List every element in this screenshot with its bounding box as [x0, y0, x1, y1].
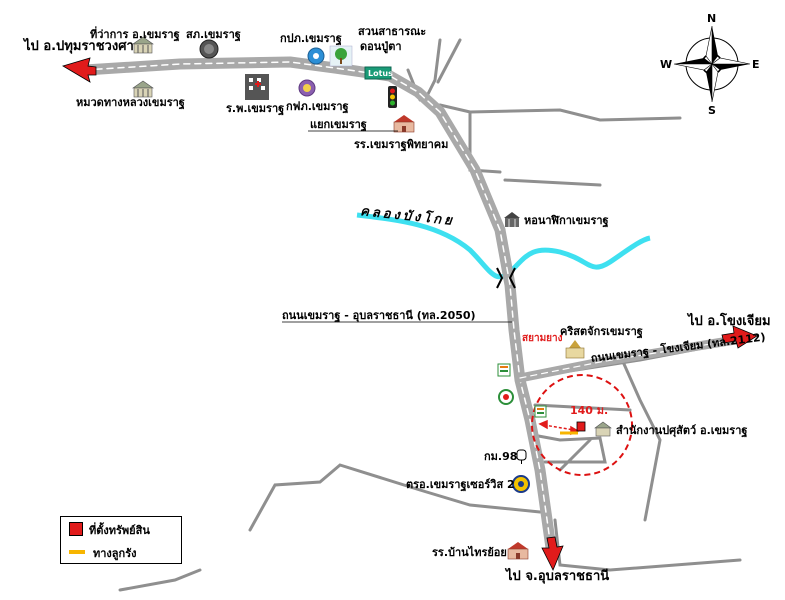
label-pea: กฟภ.เขมราฐ	[286, 100, 349, 113]
label-church: คริสตจักรเขมราฐ	[560, 325, 643, 338]
label-clock-tower: หอนาฬิกาเขมราฐ	[524, 214, 609, 227]
label-intersection: แยกเขมราฐ	[310, 118, 367, 131]
highway-office-icon	[132, 80, 154, 98]
label-district-office: ที่ว่าการ อ.เขมราฐ	[90, 28, 180, 41]
label-waterworks: กปภ.เขมราฐ	[280, 32, 342, 45]
livestock-office-icon	[594, 421, 612, 437]
canal-khlong-bang-koi	[356, 212, 651, 280]
label-lotus: Lotus	[368, 69, 393, 78]
inspection-center-icon	[512, 475, 530, 493]
legend-access-swatch	[69, 550, 85, 554]
school-icon-2	[507, 542, 529, 560]
label-distance: 140 ม.	[570, 404, 609, 417]
label-to-ubon: ไป จ.อุบลราชธานี	[506, 569, 610, 584]
label-to-pathum: ไป อ.ปทุมราชวงศา	[24, 39, 134, 54]
convenience-store-icon-2	[534, 405, 547, 418]
property-marker	[576, 421, 586, 432]
waterworks-icon	[307, 47, 325, 65]
government-building-icon	[132, 36, 154, 54]
compass-east: E	[752, 58, 760, 71]
label-school-wittayakom: รร.เขมราฐพิทยาคม	[354, 138, 449, 151]
compass-rose	[673, 25, 751, 103]
label-highway-unit: หมวดทางหลวงเขมราฐ	[76, 96, 185, 109]
lotus-store-icon	[364, 66, 392, 80]
legend-property-swatch	[69, 522, 83, 536]
gas-station-icon	[498, 389, 514, 405]
hospital-icon	[245, 74, 269, 100]
legend-access-label: ทางลูกรัง	[93, 547, 137, 560]
arrow-south	[541, 536, 564, 571]
label-siam-tyre: สยามยาง	[522, 333, 563, 344]
police-emblem-icon	[199, 39, 219, 59]
legend-property-label: ที่ตั้งทรัพย์สิน	[89, 524, 150, 537]
direction-arrows	[62, 57, 758, 571]
label-hospital: ร.พ.เขมราฐ	[226, 102, 285, 115]
compass-west: W	[660, 58, 673, 71]
church-icon	[565, 340, 585, 359]
label-customs: ตรอ.เขมราฐเซอร์วิส 2	[406, 478, 515, 491]
label-school-ban-sai-noi: รร.บ้านไทรย้อย	[432, 546, 507, 559]
arrow-west	[62, 57, 97, 83]
minor-roads	[118, 38, 747, 592]
arrow-east	[721, 325, 758, 349]
compass-north: N	[707, 12, 717, 25]
km-marker-icon	[516, 449, 527, 464]
bridge-icon	[496, 267, 516, 289]
electricity-authority-icon	[298, 79, 316, 97]
park-tree-icon	[329, 45, 353, 67]
property-radius-circle	[531, 374, 633, 476]
label-park-line2: ดอนปู่ตา	[360, 40, 402, 53]
main-highway	[79, 56, 558, 561]
label-main-road: ถนนเขมราฐ - อุบลราชธานี (ทล.2050)	[282, 309, 476, 322]
label-km98: กม.98	[484, 450, 518, 463]
road-2112	[515, 335, 740, 383]
map-legend: ที่ตั้งทรัพย์สิน ทางลูกรัง	[60, 516, 182, 564]
label-livestock-office: สำนักงานปศุสัตว์ อ.เขมราฐ	[616, 424, 748, 437]
label-park-line1: สวนสาธารณะ	[358, 25, 427, 38]
label-police: สภ.เขมราฐ	[186, 28, 241, 41]
clock-tower-icon	[504, 212, 520, 227]
traffic-light-icon	[388, 86, 397, 108]
compass-south: S	[708, 104, 716, 117]
school-icon	[393, 115, 415, 133]
label-to-khong-chiam: ไป อ.โขงเจียม	[688, 314, 771, 329]
convenience-store-icon	[497, 363, 511, 377]
leader-lines	[282, 130, 512, 323]
